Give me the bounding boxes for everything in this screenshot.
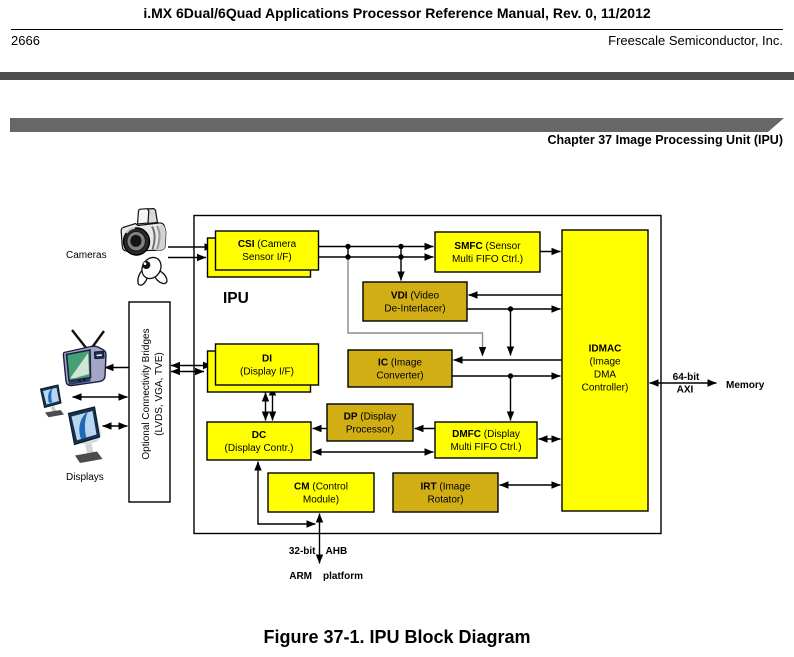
box-dmfc: DMFC (Display Multi FIFO Ctrl.) — [434, 421, 538, 459]
box-csi: CSI (Camera Sensor I/F) — [206, 230, 320, 278]
header-rule — [11, 28, 783, 30]
bridges-label-line1: Optional Connectivity Bridges — [141, 328, 152, 459]
box-smfc: SMFC (Sensor Multi FIFO Ctrl.) — [434, 231, 541, 273]
idmac-label-line2: (Image — [589, 357, 621, 368]
ic-rect — [347, 349, 453, 388]
dp-rect — [326, 403, 414, 442]
csi-rect — [214, 230, 320, 271]
page-number: 2666 — [11, 33, 40, 48]
header-bar-top — [0, 72, 794, 80]
irt-label-line2: Rotator) — [427, 495, 463, 506]
box-di: DI (Display I/F) — [206, 343, 320, 393]
di-rect — [214, 343, 320, 386]
junction-dot — [507, 306, 514, 312]
smfc-label-line1: SMFC (Sensor — [454, 241, 521, 252]
vdi-rect — [362, 281, 468, 322]
smfc-rect — [434, 231, 541, 273]
bus64-label: 64-bit — [673, 372, 700, 383]
idmac-label-line1: IDMAC — [589, 344, 622, 355]
dc-label-line1: DC — [252, 430, 266, 441]
csi-label-line1: CSI (Camera — [238, 239, 297, 250]
box-dc: DC (Display Contr.) — [206, 421, 312, 461]
box-irt: IRT (Image Rotator) — [392, 472, 499, 513]
junction-dot — [507, 373, 514, 379]
cm-label-line1: CM (Control — [294, 482, 348, 493]
cm-rect — [267, 472, 375, 513]
figure-caption: Figure 37-1. IPU Block Diagram — [263, 626, 531, 647]
bus32-label: 32-bit — [289, 546, 316, 557]
di-label-line1: DI — [262, 354, 272, 365]
box-cm: CM (Control Module) — [267, 472, 375, 513]
ic-label-line1: IC (Image — [378, 358, 422, 369]
publisher: Freescale Semiconductor, Inc. — [608, 33, 783, 48]
dp-label-line2: Processor) — [346, 425, 394, 436]
box-vdi: VDI (Video De-Interlacer) — [362, 281, 468, 322]
junction-dot — [398, 254, 404, 260]
dmfc-label-line1: DMFC (Display — [452, 429, 520, 440]
ipu-label: IPU — [223, 290, 249, 307]
tv-icon — [62, 329, 107, 387]
bridges-label-line2: (LVDS, VGA, TVE) — [154, 352, 165, 436]
vdi-label-line1: VDI (Video — [391, 291, 440, 302]
chapter-banner-bar — [10, 118, 784, 132]
cm-label-line2: Module) — [303, 495, 339, 506]
memory-label: Memory — [726, 380, 765, 391]
idmac-label-line3: DMA — [594, 370, 617, 381]
axi-label: AXI — [677, 385, 694, 396]
smfc-label-line2: Multi FIFO Ctrl.) — [452, 254, 523, 265]
box-dp: DP (Display Processor) — [326, 403, 414, 442]
cameras-label: Cameras — [66, 250, 107, 261]
box-ic: IC (Image Converter) — [347, 349, 453, 388]
idmac-rect — [561, 229, 649, 512]
ic-label-line2: Converter) — [376, 371, 423, 382]
connector-lines — [72, 242, 717, 564]
camera-icon — [120, 208, 167, 256]
csi-label-line2: Sensor I/F) — [242, 252, 291, 263]
di-label-line2: (Display I/F) — [240, 367, 294, 378]
junction-dots — [345, 243, 514, 379]
box-idmac: IDMAC (Image DMA Controller) — [561, 229, 649, 512]
monitor-display-icon — [67, 406, 103, 463]
dp-label-line1: DP (Display — [344, 412, 397, 423]
bridges-rect — [128, 301, 171, 503]
idmac-label-line4: Controller) — [582, 383, 629, 394]
vdi-label-line2: De-Interlacer) — [384, 304, 445, 315]
connector-dc-to-ahb — [254, 461, 316, 528]
manual-title: i.MX 6Dual/6Quad Applications Processor … — [143, 4, 651, 21]
dc-label-line2: (Display Contr.) — [225, 443, 294, 454]
connector-csi-to-ic-gray — [347, 258, 487, 357]
junction-dot — [398, 243, 404, 250]
displays-label: Displays — [66, 472, 104, 483]
irt-rect — [392, 472, 499, 513]
ahb-label: AHB — [326, 546, 348, 557]
junction-dot — [345, 243, 351, 250]
tablet-display-icon — [39, 384, 64, 418]
irt-label-line1: IRT (Image — [420, 482, 470, 493]
dmfc-rect — [434, 421, 538, 459]
arm-label: ARM — [289, 571, 312, 582]
dc-rect — [206, 421, 312, 461]
chapter-heading: Chapter 37 Image Processing Unit (IPU) — [547, 132, 783, 147]
dmfc-label-line2: Multi FIFO Ctrl.) — [450, 442, 521, 453]
platform-label: platform — [323, 571, 363, 582]
junction-dot — [345, 254, 351, 260]
webcam-icon — [137, 256, 168, 286]
box-connectivity-bridges: Optional Connectivity Bridges (LVDS, VGA… — [128, 301, 171, 503]
